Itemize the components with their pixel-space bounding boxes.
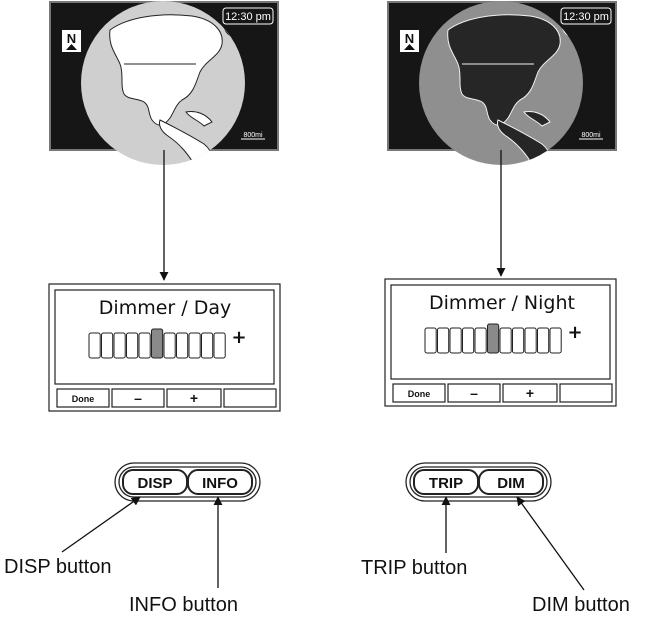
nav-screen-night: N 12:30 pm 800mi (387, 1, 617, 165)
soft-key-row: Done – + (56, 388, 277, 408)
blank-softkey[interactable] (559, 383, 613, 403)
dim-button-callout: DIM button (532, 594, 630, 616)
soft-key-row: Done – + (392, 383, 613, 403)
info-button[interactable] (187, 469, 253, 495)
level-segment (88, 332, 101, 359)
dimmer-panel-night: Dimmer / Night – + Done – + (384, 278, 617, 407)
north-letter: N (67, 31, 76, 46)
north-indicator-icon: N (400, 30, 419, 52)
plus-softkey[interactable] (166, 388, 222, 408)
level-segment (176, 332, 189, 359)
level-segment (474, 327, 487, 354)
minus-softkey-label: – (134, 390, 142, 406)
plus-softkey-label: + (190, 390, 198, 406)
north-america-day (109, 14, 223, 126)
plus-softkey[interactable] (502, 383, 558, 403)
dim-button-label: DIM (497, 475, 525, 492)
done-softkey[interactable] (56, 388, 110, 408)
minus-softkey-label: – (470, 385, 478, 401)
level-segment (138, 332, 151, 359)
level-segment (437, 327, 450, 354)
plus-indicator: + (231, 327, 246, 348)
level-segment (549, 327, 562, 354)
level-segment (113, 332, 126, 359)
plus-indicator: + (567, 322, 582, 343)
button-cluster-disp-info: DISP INFO (114, 462, 261, 502)
level-segment (499, 327, 512, 354)
disp-button-label: DISP (137, 475, 172, 492)
level-segment (424, 327, 437, 354)
button-cluster-trip-dim: TRIP DIM (405, 462, 552, 502)
level-segment (201, 332, 214, 359)
dimmer-title: Dimmer / Day (99, 297, 231, 319)
level-segment (126, 332, 139, 359)
minus-softkey[interactable] (111, 388, 165, 408)
clock-display: 12:30 pm (225, 11, 271, 23)
north-indicator-icon: N (62, 30, 81, 52)
trip-button-label: TRIP (429, 475, 463, 492)
dimmer-panel-day: Dimmer / Day – + Done – + (48, 283, 281, 412)
leader-dim (516, 496, 585, 591)
level-segment (163, 332, 176, 359)
blank-softkey[interactable] (223, 388, 277, 408)
level-segment (101, 332, 114, 359)
dimmer-title: Dimmer / Night (429, 292, 575, 314)
level-segment (462, 327, 475, 354)
level-segment-active (487, 323, 500, 354)
north-america-night (447, 14, 561, 126)
minus-softkey[interactable] (447, 383, 501, 403)
level-segment (188, 332, 201, 359)
nav-screen-day: N 12:30 pm 800mi (49, 1, 279, 165)
dim-button[interactable] (478, 469, 544, 495)
disp-button-callout: DISP button (4, 556, 111, 578)
brightness-level-bar (424, 323, 562, 354)
leader-disp (61, 496, 141, 553)
map-scale-label: 800mi (243, 132, 263, 139)
level-segment (537, 327, 550, 354)
plus-softkey-label: + (526, 385, 534, 401)
info-button-label: INFO (202, 475, 238, 492)
done-softkey-label: Done (72, 394, 95, 404)
level-segment (524, 327, 537, 354)
level-segment (449, 327, 462, 354)
map-scale-label: 800mi (581, 132, 601, 139)
brightness-level-bar (88, 328, 226, 359)
done-softkey[interactable] (392, 383, 446, 403)
info-button-callout: INFO button (129, 594, 238, 616)
north-letter: N (405, 31, 414, 46)
done-softkey-label: Done (408, 389, 431, 399)
clock-display: 12:30 pm (563, 11, 609, 23)
level-segment (512, 327, 525, 354)
globe-night (419, 1, 583, 165)
level-segment-active (151, 328, 164, 359)
trip-button-callout: TRIP button (361, 557, 467, 579)
level-segment (213, 332, 226, 359)
